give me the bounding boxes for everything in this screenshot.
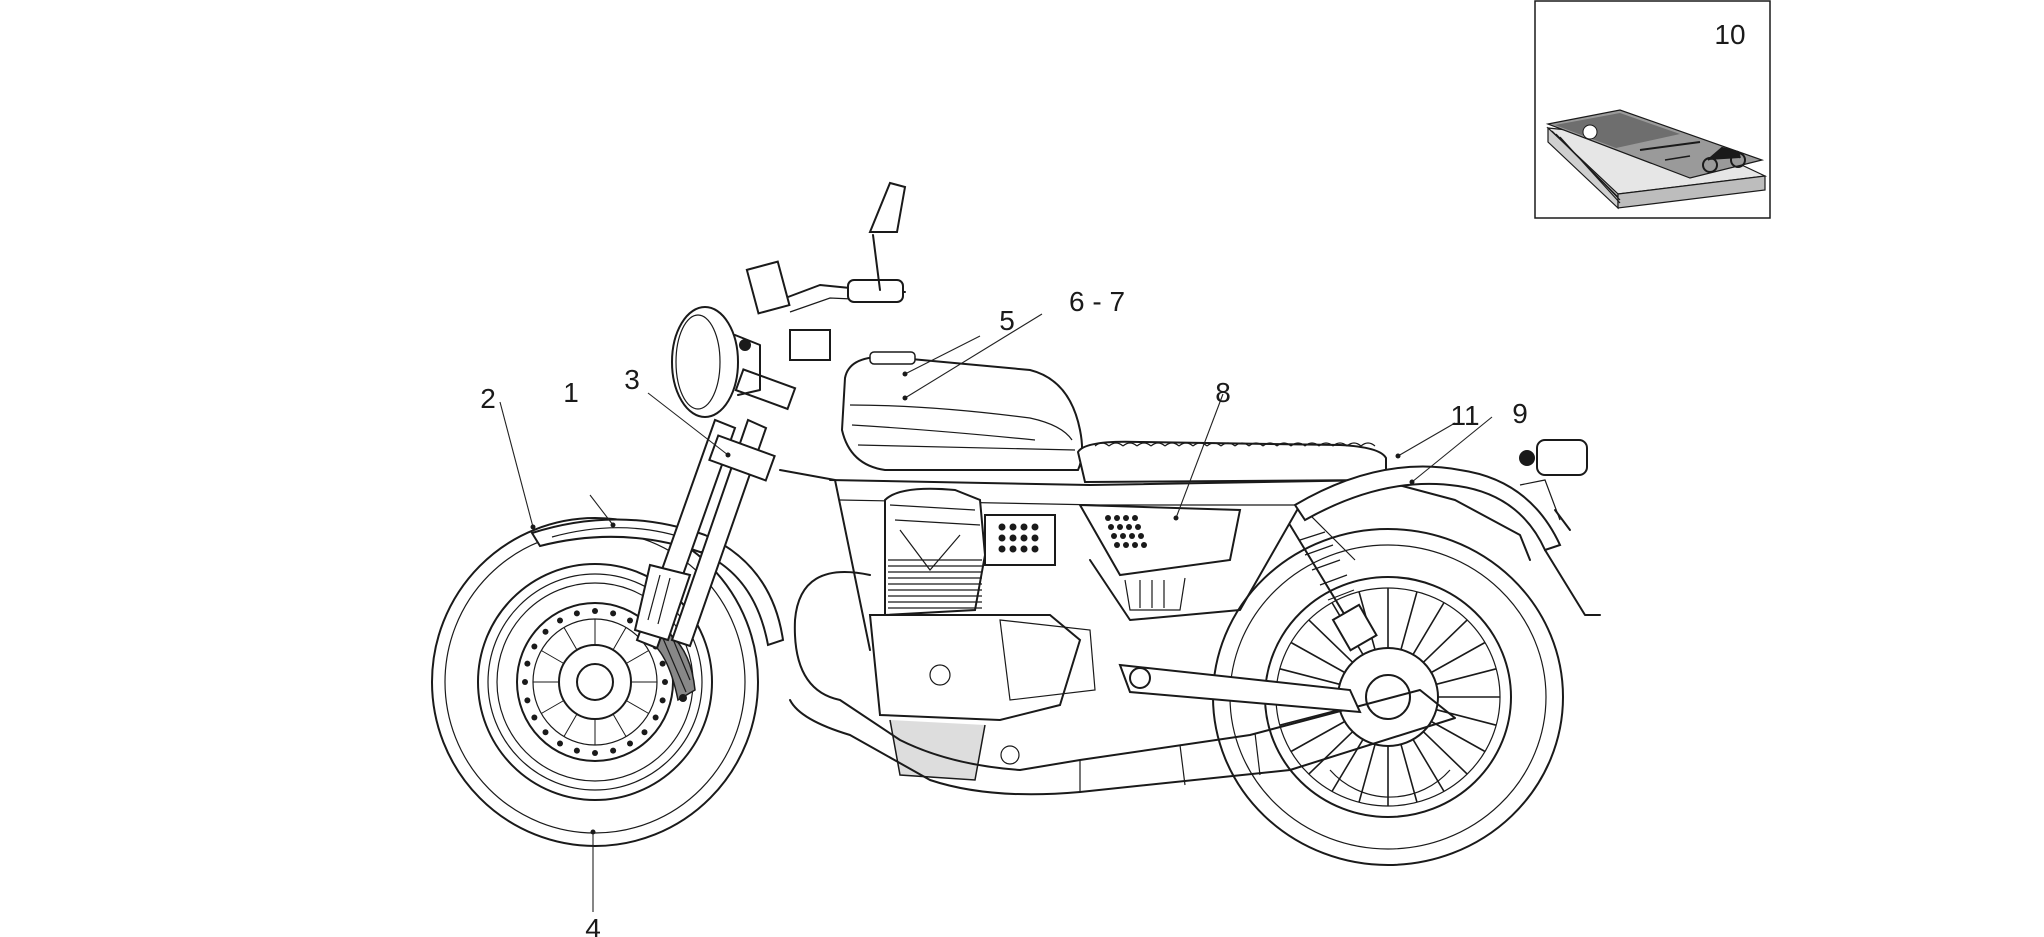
motorcycle-drawing (431, 181, 1601, 866)
exhaust (789, 571, 1456, 796)
front-fork (633, 368, 797, 650)
owners-manual-icon (1545, 109, 1768, 210)
side-panel (1078, 503, 1242, 611)
tail-light (1519, 439, 1588, 531)
seat (1076, 440, 1387, 484)
callout-10: 10 (1714, 19, 1745, 50)
callout-labels: 1 2 3 4 5 6 - 7 8 9 10 11 (480, 19, 1745, 937)
handlebar (739, 260, 906, 361)
callout-8: 8 (1215, 377, 1231, 408)
callout-6-7: 6 - 7 (1069, 286, 1125, 317)
engine (868, 487, 1096, 781)
headlight (671, 306, 761, 418)
callout-1: 1 (563, 377, 579, 408)
callout-3: 3 (624, 364, 640, 395)
mirror (868, 181, 907, 291)
swingarm (1118, 663, 1362, 714)
leader-lines (499, 313, 1493, 912)
rear-fender (1293, 465, 1601, 616)
manual-inset-box (1534, 0, 1771, 219)
callout-9: 9 (1512, 398, 1528, 429)
callout-11: 11 (1450, 400, 1479, 431)
callout-5: 5 (999, 305, 1015, 336)
callout-4: 4 (585, 913, 601, 937)
callout-2: 2 (480, 383, 496, 414)
rear-shock (1289, 524, 1378, 652)
fuel-tank (840, 351, 1084, 471)
